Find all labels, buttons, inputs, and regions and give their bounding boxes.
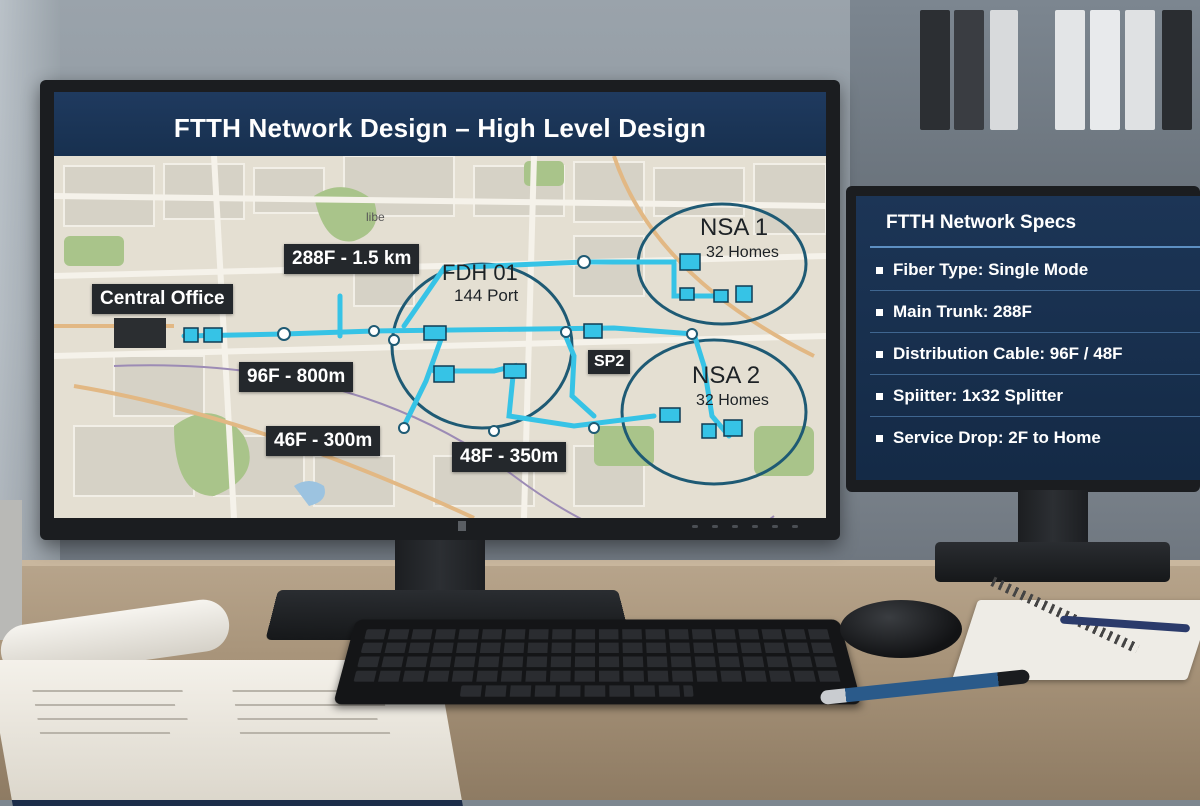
spiral-notebook xyxy=(952,600,1200,680)
main-screen: FTTH Network Design – High Level Design xyxy=(54,92,826,518)
central-office-label[interactable]: Central Office xyxy=(92,284,233,314)
nsa2-name: NSA 2 xyxy=(692,362,761,389)
spec-row: Spiitter: 1x32 Splitter xyxy=(870,376,1200,417)
spec-text: Main Trunk: 288F xyxy=(893,302,1032,321)
specs-screen: FTTH Network Specs Fiber Type: Single Mo… xyxy=(856,196,1200,480)
main-monitor: FTTH Network Design – High Level Design xyxy=(40,80,840,540)
map-canvas xyxy=(54,155,826,518)
monitor-button[interactable] xyxy=(712,525,718,528)
spec-text: Service Drop: 2F to Home xyxy=(893,428,1101,447)
binder xyxy=(1055,10,1085,130)
spec-row: Main Trunk: 288F xyxy=(870,292,1200,333)
network-map[interactable]: Central Office 288F - 1.5 km 96F - 800m … xyxy=(54,155,826,518)
monitor-button[interactable] xyxy=(732,525,738,528)
nsa2-homes: 32 Homes xyxy=(696,392,769,409)
binder xyxy=(920,10,950,130)
bullet-icon xyxy=(876,308,883,316)
divider xyxy=(870,246,1200,248)
equipment-boxes xyxy=(183,253,753,439)
spec-row: Fiber Type: Single Mode xyxy=(870,250,1200,291)
mouse[interactable] xyxy=(840,600,962,658)
park-label: libe xyxy=(366,210,385,224)
power-button[interactable] xyxy=(792,525,798,528)
nsa1-name: NSA 1 xyxy=(700,214,769,241)
spec-row: Service Drop: 2F to Home xyxy=(870,418,1200,458)
monitor-logo xyxy=(458,521,466,531)
spec-row: Distribution Cable: 96F / 48F xyxy=(870,334,1200,375)
fiber-routes xyxy=(181,259,732,439)
binder xyxy=(954,10,984,130)
design-header: FTTH Network Design – High Level Design xyxy=(54,92,826,156)
cable-label-96f[interactable]: 96F - 800m xyxy=(239,362,354,392)
specs-title: FTTH Network Specs xyxy=(886,212,1077,233)
bullet-icon xyxy=(876,392,883,400)
cable-label-46f[interactable]: 46F - 300m xyxy=(266,426,381,456)
binder xyxy=(990,10,1018,130)
spec-text: Distribution Cable: 96F / 48F xyxy=(893,344,1123,363)
bookshelf xyxy=(850,0,1200,200)
monitor-button[interactable] xyxy=(692,525,698,528)
nsa2-zone xyxy=(620,338,808,486)
binder xyxy=(1162,10,1192,130)
cable-label-48f[interactable]: 48F - 350m xyxy=(452,442,567,472)
monitor-stand-base xyxy=(935,542,1170,582)
splitter-label[interactable]: SP2 xyxy=(588,350,631,374)
nsa1-homes: 32 Homes xyxy=(706,244,779,261)
central-office-building[interactable] xyxy=(114,318,166,348)
bullet-icon xyxy=(876,350,883,358)
binder xyxy=(1090,10,1120,130)
monitor-button[interactable] xyxy=(752,525,758,528)
page-title: FTTH Network Design – High Level Design xyxy=(173,112,707,143)
keyboard[interactable] xyxy=(333,619,862,705)
monitor-button[interactable] xyxy=(772,525,778,528)
cable-label-288f[interactable]: 288F - 1.5 km xyxy=(284,244,420,274)
binder xyxy=(1125,10,1155,130)
fdh-name: FDH 01 xyxy=(442,260,518,285)
filing-cabinet xyxy=(0,500,22,640)
bullet-icon xyxy=(876,266,883,274)
side-monitor: FTTH Network Specs Fiber Type: Single Mo… xyxy=(846,186,1200,492)
spec-text: Spiitter: 1x32 Splitter xyxy=(893,386,1064,405)
monitor-stand xyxy=(1018,490,1088,550)
fdh-ports: 144 Port xyxy=(454,286,519,305)
desk-edge xyxy=(0,560,1200,566)
bullet-icon xyxy=(876,434,883,442)
spec-text: Fiber Type: Single Mode xyxy=(893,260,1089,279)
